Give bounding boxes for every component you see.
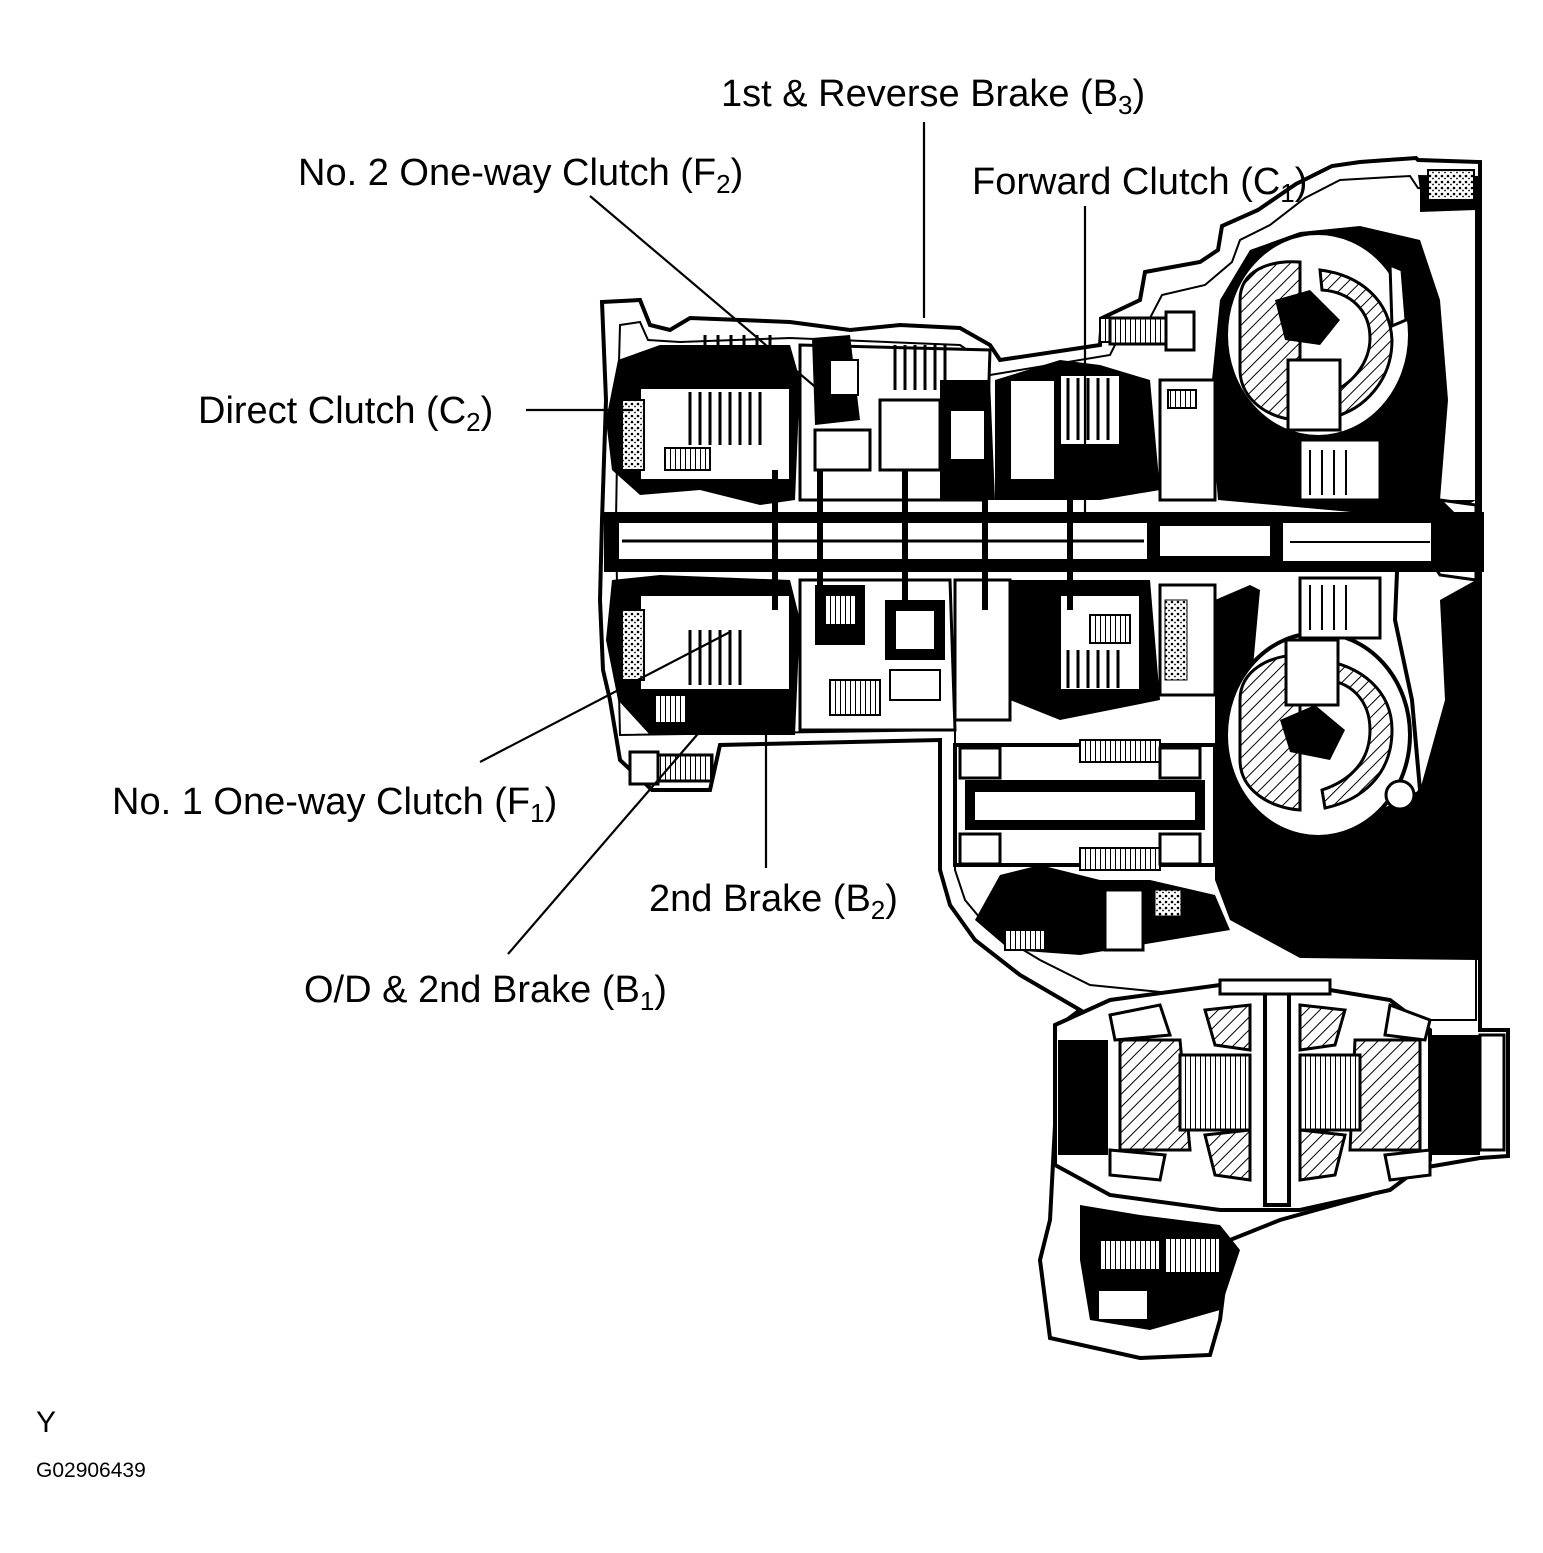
differential bbox=[1053, 978, 1506, 1330]
label-forward-clutch: Forward Clutch (C1) bbox=[972, 161, 1308, 208]
label-no2-one-way-clutch: No. 2 One-way Clutch (F2) bbox=[298, 152, 744, 199]
leader-lines bbox=[479, 122, 1087, 955]
input-shaft bbox=[604, 512, 1484, 572]
upper-clutch-assemblies bbox=[606, 317, 1217, 505]
counter-gear bbox=[953, 739, 1230, 955]
figure-code: G02906439 bbox=[36, 1459, 146, 1482]
label-no1-one-way-clutch: No. 1 One-way Clutch (F1) bbox=[112, 781, 558, 828]
corner-mark: Y bbox=[36, 1406, 57, 1439]
label-second-brake: 2nd Brake (B2) bbox=[649, 878, 898, 925]
lower-clutch-assemblies bbox=[606, 575, 1217, 735]
leader-b1 bbox=[507, 691, 735, 955]
leader-f2 bbox=[589, 195, 827, 397]
drum-shafts bbox=[772, 470, 1073, 610]
leader-f1 bbox=[479, 631, 731, 763]
case-bolts bbox=[628, 310, 1196, 786]
label-od-second-brake: O/D & 2nd Brake (B1) bbox=[304, 969, 667, 1016]
label-direct-clutch: Direct Clutch (C2) bbox=[198, 390, 494, 437]
label-first-reverse-brake: 1st & Reverse Brake (B3) bbox=[721, 73, 1146, 120]
converter-housing bbox=[1210, 169, 1478, 960]
